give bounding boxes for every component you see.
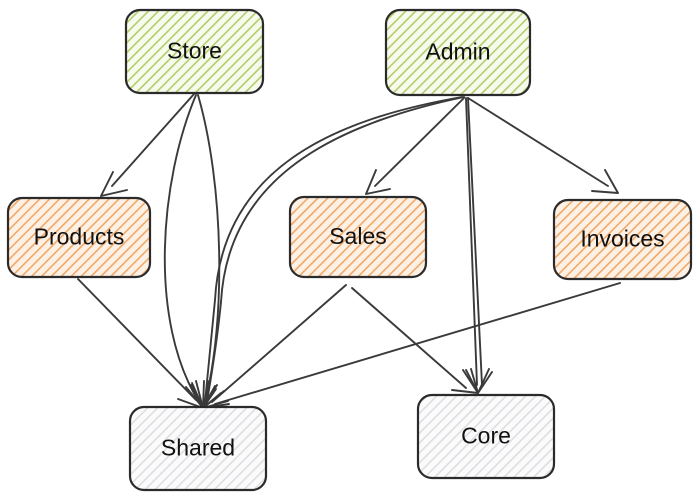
edge-line (465, 97, 478, 386)
edge-line (214, 282, 621, 405)
node-store[interactable]: Store (124, 8, 265, 95)
edge-line (204, 96, 463, 403)
edge-store-to-shared (163, 94, 210, 409)
edge-line (206, 96, 465, 403)
node-box-sales[interactable] (288, 195, 428, 279)
node-box-core[interactable] (416, 393, 556, 480)
edge-products-to-shared (77, 278, 204, 409)
arrowhead-icon (100, 171, 128, 197)
edge-invoices-to-shared (202, 282, 621, 409)
node-invoices[interactable]: Invoices (552, 198, 693, 281)
edge-line (77, 278, 197, 401)
edge-sales-to-shared (202, 284, 347, 409)
edge-line (111, 93, 195, 187)
edge-sales-to-core (351, 287, 479, 394)
node-box-shared[interactable] (128, 405, 268, 492)
arrowhead-icon (365, 169, 391, 195)
edge-line (467, 97, 483, 386)
node-box-store[interactable] (124, 8, 265, 95)
node-box-invoices[interactable] (552, 198, 693, 281)
edge-line (351, 287, 467, 389)
node-box-admin[interactable] (384, 8, 532, 97)
node-sales[interactable]: Sales (288, 195, 428, 279)
edges-layer (77, 93, 621, 409)
edge-line (211, 284, 347, 403)
arrowhead-icon (451, 369, 479, 394)
node-products[interactable]: Products (6, 196, 152, 279)
node-core[interactable]: Core (416, 393, 556, 480)
edge-line (374, 97, 465, 187)
edge-store-to-products (100, 93, 195, 197)
arrowhead-icon (591, 169, 619, 194)
edge-admin-to-invoices (467, 97, 619, 194)
edge-line (163, 94, 200, 403)
edge-admin-to-sales (365, 97, 465, 195)
edge-store-to-shared (195, 94, 221, 409)
node-admin[interactable]: Admin (384, 8, 532, 97)
node-box-products[interactable] (6, 196, 152, 279)
node-shared[interactable]: Shared (128, 405, 268, 492)
edge-line (467, 97, 609, 187)
